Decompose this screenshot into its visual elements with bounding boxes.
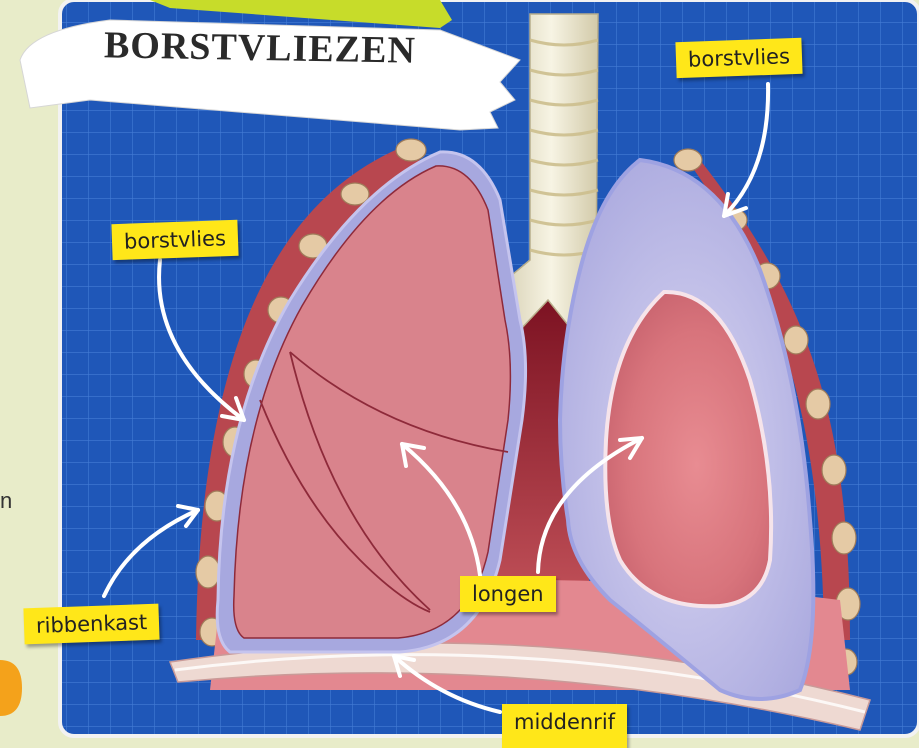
- label-longen: longen: [460, 576, 556, 612]
- cropped-side-text: n: [0, 488, 12, 514]
- label-ribbenkast: ribbenkast: [23, 604, 159, 645]
- page-title: BORSTVLIEZEN: [104, 23, 417, 72]
- label-borstvlies-left: borstvlies: [111, 220, 238, 260]
- orange-tab: [0, 660, 22, 716]
- label-middenrif: middenrif: [502, 704, 627, 748]
- label-borstvlies-right: borstvlies: [675, 38, 802, 78]
